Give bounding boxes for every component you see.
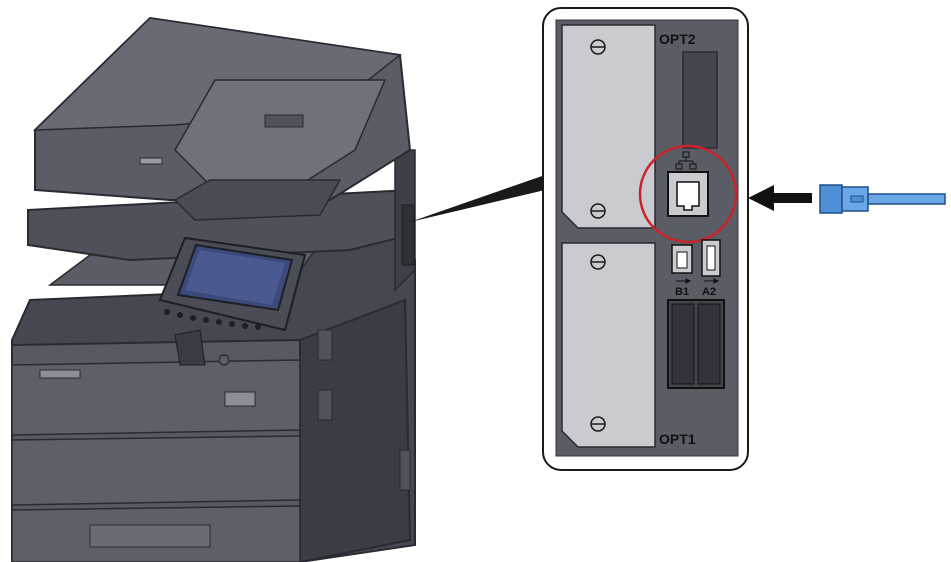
opt1-slot-plate [561, 242, 656, 448]
lid-label [139, 157, 163, 165]
drawer-handle-3 [89, 524, 211, 548]
cable-wire [867, 193, 946, 205]
usb-icon [676, 278, 692, 284]
expansion-opening [682, 51, 718, 149]
usb-port-a2 [701, 239, 721, 277]
panel-keys [164, 309, 261, 330]
cable-latch [850, 195, 864, 203]
drawer-handle-2 [224, 391, 256, 407]
opt2-slot-plate [561, 24, 656, 229]
screw-icon [590, 203, 606, 219]
usb-icon [704, 278, 720, 284]
network-icon [675, 151, 697, 170]
ethernet-port-icon [667, 171, 709, 217]
usb-a2-label: A2 [702, 286, 716, 298]
opt2-label: OPT2 [659, 31, 696, 47]
usb-port-b1 [671, 244, 693, 274]
operation-panel [158, 236, 307, 366]
opt1-label: OPT1 [659, 431, 696, 447]
usb-b1-label: B1 [675, 286, 689, 298]
interface-panel-callout: OPT2 OPT1 [542, 7, 749, 471]
doc-guide [264, 114, 304, 128]
drawer-handle-1 [39, 369, 81, 379]
side-latch [399, 449, 411, 491]
paper-drawer-2 [11, 435, 301, 506]
side-vent-1 [317, 329, 333, 361]
touch-screen-glare [185, 250, 285, 305]
power-button [218, 354, 230, 366]
screw-icon [590, 416, 606, 432]
panel-arm [174, 329, 206, 366]
callout-wedge [410, 175, 545, 222]
printer-side [299, 298, 412, 562]
screw-icon [590, 254, 606, 270]
highlight-ring [638, 144, 738, 244]
connector-slot-left [671, 303, 695, 385]
rear-connector-area [401, 204, 415, 266]
connector-slot-right [697, 303, 721, 385]
arrow-left-icon [748, 185, 812, 211]
screw-icon [590, 39, 606, 55]
lan-cable-icon [819, 184, 946, 214]
printer-illustration [11, 16, 416, 562]
cable-plug [819, 184, 843, 214]
side-vent-2 [317, 389, 333, 421]
document-exit-tray [173, 179, 342, 221]
